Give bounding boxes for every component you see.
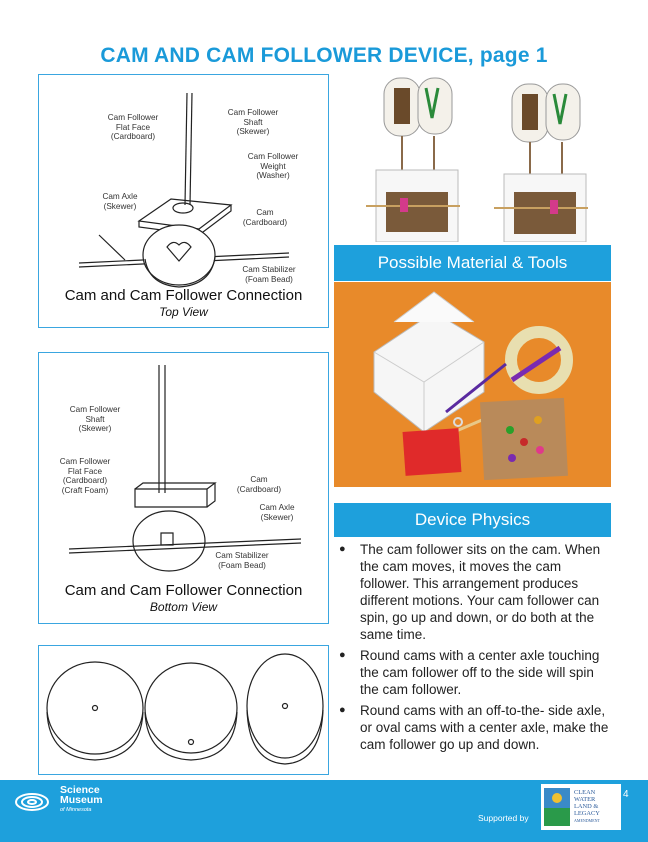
- science-museum-logo: Science Museum of Minnesota: [60, 784, 103, 813]
- svg-text:LAND &: LAND &: [574, 803, 598, 810]
- label-flat-face: Cam Follower Flat Face (Cardboard): [107, 113, 159, 141]
- clean-water-logo: CLEAN WATER LAND & LEGACY AMENDMENT: [541, 784, 621, 830]
- svg-text:CLEAN: CLEAN: [574, 789, 596, 796]
- label-cam: Cam (Cardboard): [242, 208, 288, 227]
- bottom-view-caption: Cam and Cam Follower Connection: [64, 582, 303, 599]
- label-stabilizer: Cam Stabilizer (Foam Bead): [242, 265, 296, 284]
- top-view-diagram: Cam Follower Flat Face (Cardboard) Cam F…: [38, 74, 329, 328]
- materials-photo: [334, 282, 611, 487]
- label-weight: Cam Follower Weight (Washer): [247, 152, 299, 180]
- physics-bullet: The cam follower sits on the cam. When t…: [336, 541, 610, 643]
- cam-shapes-diagram: [38, 645, 329, 775]
- label-shaft: Cam Follower Shaft (Skewer): [227, 108, 279, 136]
- bottom-view-subcaption: Bottom View: [149, 600, 218, 614]
- top-view-subcaption: Top View: [159, 305, 208, 319]
- materials-banner: Possible Material & Tools: [334, 245, 611, 281]
- label-shaft-bottom: Cam Follower Shaft (Skewer): [69, 405, 121, 433]
- supported-by-text: Supported by: [478, 813, 529, 823]
- label-cam-bottom: Cam (Cardboard): [236, 475, 282, 494]
- bottom-view-diagram: Cam Follower Shaft (Skewer) Cam Follower…: [38, 352, 329, 624]
- physics-bullet: Round cams with a center axle touching t…: [336, 647, 610, 698]
- physics-bullet: Round cams with an off-to-the- side axle…: [336, 702, 610, 753]
- physics-bullet-list: The cam follower sits on the cam. When t…: [336, 541, 610, 757]
- label-axle: Cam Axle (Skewer): [102, 192, 138, 211]
- svg-text:WATER: WATER: [574, 796, 596, 803]
- bottom-view-drawing: [68, 365, 302, 572]
- label-stabilizer-bottom: Cam Stabilizer (Foam Bead): [215, 551, 269, 570]
- cam-shapes-drawing: [46, 653, 324, 765]
- device-photo-2: [490, 74, 590, 242]
- top-view-caption: Cam and Cam Follower Connection: [64, 287, 303, 304]
- physics-banner: Device Physics: [334, 503, 611, 537]
- science-museum-logo-icon: [15, 793, 49, 811]
- top-view-drawing: [78, 92, 290, 288]
- label-axle-bottom: Cam Axle (Skewer): [259, 503, 295, 522]
- svg-text:LEGACY: LEGACY: [574, 810, 600, 817]
- page-title: CAM AND CAM FOLLOWER DEVICE, page 1: [100, 44, 548, 67]
- label-flat-face-bottom: Cam Follower Flat Face (Cardboard) (Craf…: [59, 457, 111, 495]
- device-photo-1: [362, 74, 462, 242]
- svg-text:AMENDMENT: AMENDMENT: [574, 818, 601, 823]
- page-number: 4: [623, 789, 629, 800]
- footer-bar: [0, 780, 648, 842]
